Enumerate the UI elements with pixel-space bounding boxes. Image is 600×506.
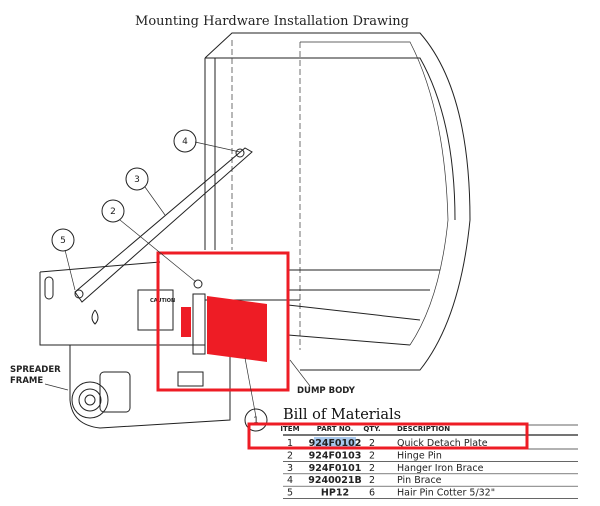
bom-cell-part: 924F0103: [309, 450, 362, 461]
hanger-iron-brace: [74, 147, 253, 303]
bom-cell-desc: Hinge Pin: [397, 450, 442, 461]
spreader-frame-label-2: FRAME: [10, 376, 43, 386]
bom-cell-part: HP12: [321, 488, 349, 499]
bom-cell-desc: Pin Brace: [397, 475, 442, 486]
dump-body: [204, 32, 471, 371]
bom-cell-item: 1: [287, 438, 293, 449]
bom-cell-item: 5: [287, 488, 293, 499]
bom-header-qty: QTY.: [363, 425, 380, 433]
callout-5: 5: [60, 236, 66, 246]
bom-cell-desc: Hanger Iron Brace: [397, 463, 484, 474]
bom-cell-qty: 6: [369, 488, 375, 499]
caution-label: CAUTION: [150, 298, 175, 304]
callout-4: 4: [182, 137, 188, 147]
bom-cell-part: 924F0101: [309, 463, 362, 474]
quick-detach-plate: [181, 279, 267, 362]
bom-cell-qty: 2: [369, 475, 375, 486]
bom-cell-part: 9240021B: [308, 475, 362, 486]
bom-cell-item: 4: [287, 475, 293, 486]
bill-of-materials: Bill of Materials ITEM PART NO. QTY. DES…: [280, 407, 578, 499]
callout-2: 2: [110, 207, 116, 217]
bom-header-part: PART NO.: [317, 425, 354, 433]
spreader-frame-label: SPREADER: [10, 365, 61, 375]
drawing-title: Mounting Hardware Installation Drawing: [135, 14, 409, 29]
bom-row: 3 924F0101 2 Hanger Iron Brace: [283, 463, 578, 475]
bom-row: 2 924F0103 2 Hinge Pin: [283, 450, 578, 462]
bom-row: 4 9240021B 2 Pin Brace: [283, 475, 578, 487]
bom-cell-part: 924F0102: [309, 438, 362, 449]
bom-cell-desc: Quick Detach Plate: [397, 438, 488, 449]
callout-1: 1: [253, 416, 259, 426]
dump-body-label: DUMP BODY: [297, 386, 356, 396]
drawing-highlight-box: [156, 251, 290, 392]
bom-highlight-box: [247, 422, 529, 450]
callouts: 1 2 3 4 5: [51, 129, 268, 432]
bom-cell-item: 2: [287, 450, 293, 461]
bom-title: Bill of Materials: [283, 407, 401, 423]
bom-cell-qty: 2: [369, 463, 375, 474]
bom-cell-qty: 2: [369, 450, 375, 461]
bom-cell-desc: Hair Pin Cotter 5/32": [397, 488, 495, 499]
bom-row: 5 HP12 6 Hair Pin Cotter 5/32": [283, 488, 578, 499]
bom-header-item: ITEM: [280, 425, 299, 433]
callout-3: 3: [134, 175, 140, 185]
bom-cell-item: 3: [287, 463, 293, 474]
bom-cell-qty: 2: [369, 438, 375, 449]
bom-header-desc: DESCRIPTION: [397, 425, 450, 433]
